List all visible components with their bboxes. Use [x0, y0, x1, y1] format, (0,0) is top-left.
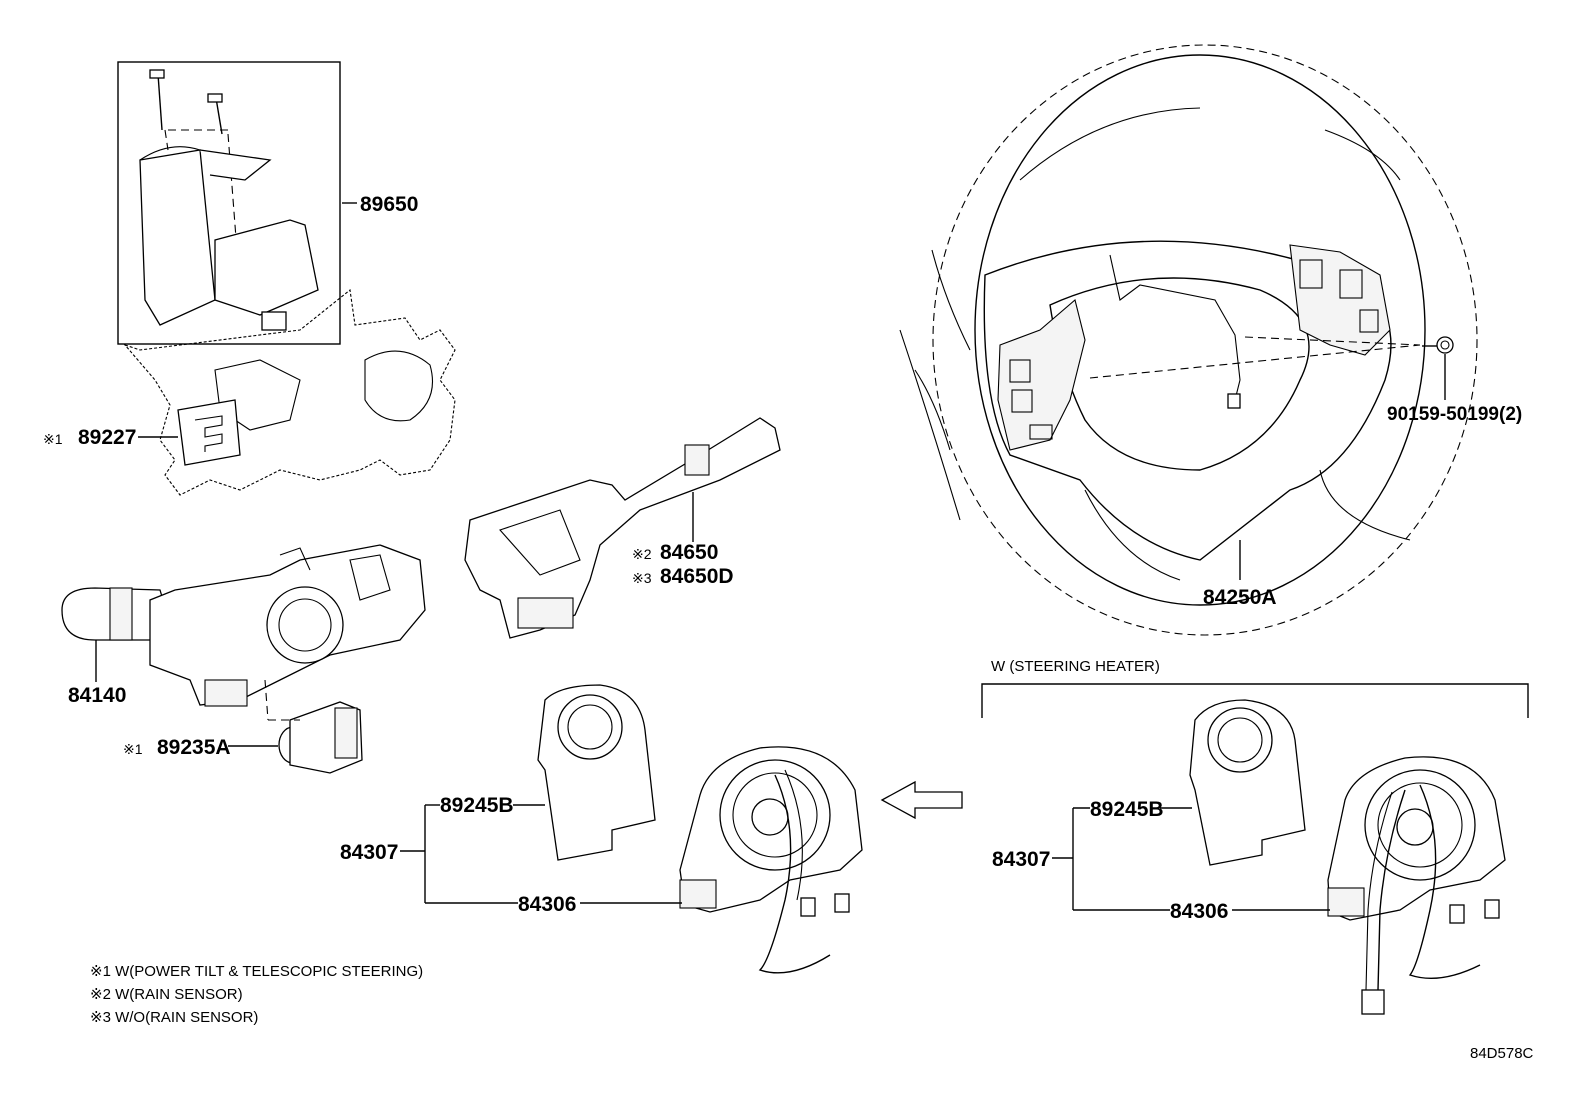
spiral-cable-right — [1189, 699, 1506, 1015]
label-89245B-left: 89245B — [440, 794, 514, 817]
tilt-motor-89650 — [117, 61, 341, 345]
replacement-arrow — [880, 780, 963, 820]
steering-wheel-84250A — [932, 44, 1478, 636]
heater-group-bracket — [981, 683, 1529, 718]
label-84250A: 84250A — [1203, 586, 1277, 609]
ecu-89227 — [177, 399, 241, 466]
label-84140: 84140 — [68, 684, 126, 707]
footnote-1: ※1 W(POWER TILT & TELESCOPIC STEERING) — [90, 963, 423, 980]
steering-column-outline — [123, 288, 456, 496]
label-89227: 89227 — [78, 426, 136, 449]
label-84307-right: 84307 — [992, 848, 1050, 871]
footnote-2: ※2 W(RAIN SENSOR) — [90, 986, 243, 1003]
leader-lines — [95, 202, 1446, 911]
label-90159: 90159-50199(2) — [1387, 404, 1522, 425]
diagram-ref-code: 84D578C — [1470, 1045, 1534, 1062]
screw-90159 — [1422, 336, 1454, 354]
label-84650: 84650 — [660, 541, 718, 564]
mark-84650D: ※3 — [632, 570, 652, 586]
label-89245B-right: 89245B — [1090, 798, 1164, 821]
label-84306-left: 84306 — [518, 893, 576, 916]
mark-89227: ※1 — [43, 431, 63, 447]
wiper-switch-84650 — [464, 417, 781, 639]
mark-89235A: ※1 — [123, 741, 143, 757]
heater-group-label: W (STEERING HEATER) — [991, 658, 1160, 675]
label-84307-left: 84307 — [340, 841, 398, 864]
switch-89235A — [278, 701, 363, 774]
turn-signal-switch-84140 — [61, 544, 426, 707]
label-84650D: 84650D — [660, 565, 734, 588]
label-89235A: 89235A — [157, 736, 231, 759]
label-84306-right: 84306 — [1170, 900, 1228, 923]
spiral-cable-left — [537, 684, 863, 974]
mark-84650: ※2 — [632, 546, 652, 562]
label-89650: 89650 — [360, 193, 418, 216]
footnote-3: ※3 W/O(RAIN SENSOR) — [90, 1009, 258, 1026]
